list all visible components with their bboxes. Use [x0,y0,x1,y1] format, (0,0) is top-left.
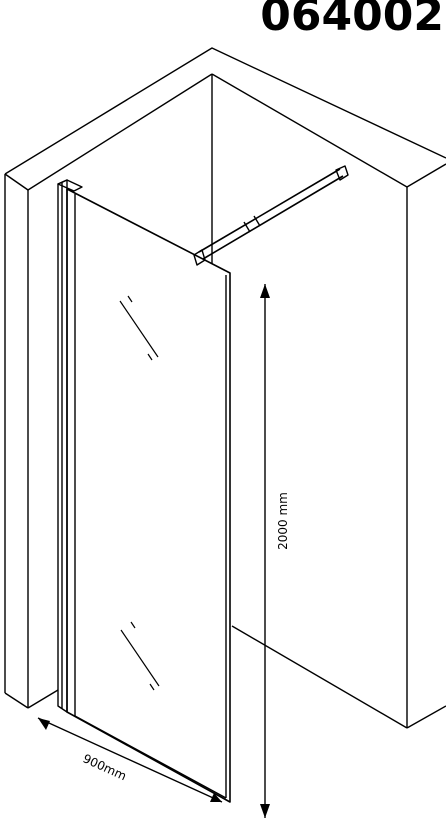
width-dimension [37,717,223,803]
glass-panel [66,188,231,803]
width-arrow-left [38,718,50,730]
wall-profile [57,179,83,713]
height-arrow-top [260,284,270,298]
height-label: 2000 mm [276,492,290,550]
height-arrow-bottom [260,804,270,818]
product-code: 064002 [260,0,444,41]
wall-outline [4,47,446,729]
stabilizer-bar [193,165,349,266]
reflection-marks [119,295,160,691]
width-arrow-right [210,793,222,802]
